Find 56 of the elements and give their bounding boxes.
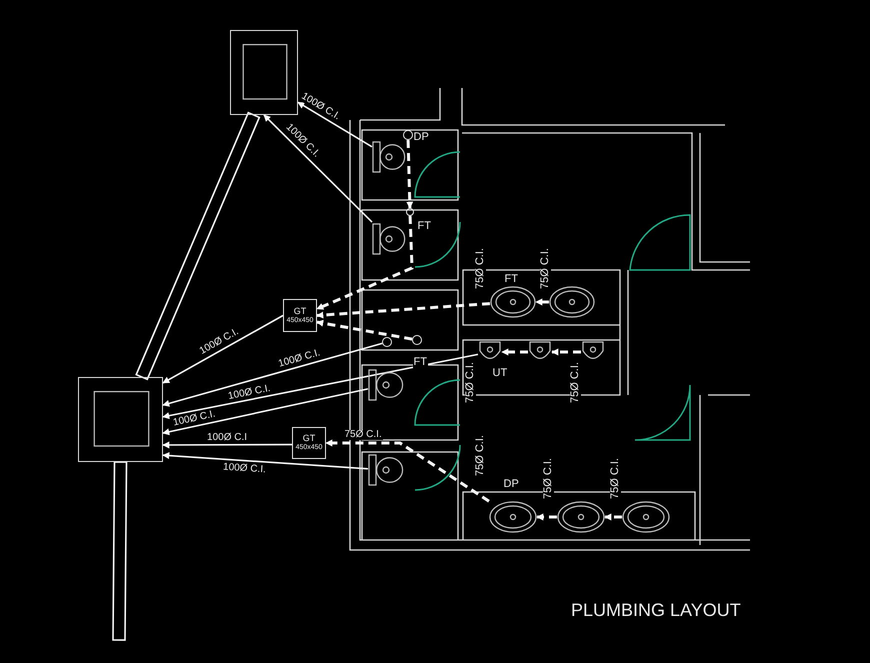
pipe-size-label: 75Ø C.I. (474, 434, 486, 476)
pipe-arrow (162, 441, 292, 448)
dashed-pipe-arrow (316, 216, 414, 310)
manhole-box (78, 377, 163, 462)
fixture-tag: UT (492, 368, 508, 378)
pipe-arrow (162, 354, 478, 420)
trap-label: GT (294, 306, 306, 317)
pipe-size-label: 75Ø C.I. (569, 360, 580, 404)
toilet-icon (372, 222, 406, 256)
toilet-icon (368, 368, 404, 402)
dashed-pipe-arrow (501, 348, 528, 356)
fixture-tag: FT (416, 220, 432, 232)
edge-label: 100Ø C.I. (222, 462, 268, 476)
dashed-pipe-arrow (536, 514, 557, 520)
pipe-size-label: 75Ø C.I. (609, 456, 620, 500)
pipe-arrow (162, 314, 284, 384)
toilet-icon (368, 453, 404, 487)
gully-trap-box (283, 299, 317, 332)
manhole-box (230, 30, 298, 115)
title: PLUMBING LAYOUT (570, 601, 742, 619)
edge-label: 100Ø C.I. (226, 383, 273, 402)
trap-label: GT (302, 433, 316, 444)
pipe-arrow (162, 342, 382, 407)
dashed-pipe-arrow (316, 320, 412, 341)
pipe-double-line (112, 461, 128, 641)
dashed-pipe-arrow (325, 440, 490, 503)
pipe-size-label: 75Ø C.I. (542, 456, 554, 500)
fixture-tag: FT (504, 274, 519, 284)
pipe-arrow (263, 114, 373, 223)
fixture-tag: DP (412, 132, 430, 142)
pipe-size-label: 75Ø C.I. (464, 360, 476, 404)
fixture-tag: FT (412, 356, 428, 368)
dashed-pipe-arrow (604, 514, 622, 520)
basin-icon (622, 501, 670, 533)
drain-circle (382, 337, 392, 347)
dashed-pipe-arrow (535, 298, 549, 306)
dashed-pipe-arrow (316, 302, 490, 319)
dashed-pipe-arrow (406, 140, 414, 209)
toilet-icon (372, 140, 406, 174)
pipe-arrow (297, 102, 372, 148)
drain-circle (406, 208, 414, 216)
edge-label: 75Ø C.I. (344, 430, 383, 440)
pipe-arrow (162, 388, 368, 436)
edge-label: 100Ø C.I (206, 432, 249, 443)
pipe-size-label: 75Ø C.I. (474, 246, 486, 290)
fixture-tag: DP (502, 478, 520, 490)
basin-icon (549, 286, 595, 318)
pipe-double-line (135, 112, 260, 380)
pipe-arrow (162, 452, 368, 470)
basin-icon (490, 286, 536, 318)
drain-circle (412, 335, 422, 345)
gully-trap-box (292, 427, 326, 459)
basin-icon (489, 501, 537, 533)
pipe-size-label: 75Ø C.I. (539, 246, 550, 290)
dashed-pipe-arrow (551, 348, 581, 356)
basin-icon (557, 501, 605, 533)
